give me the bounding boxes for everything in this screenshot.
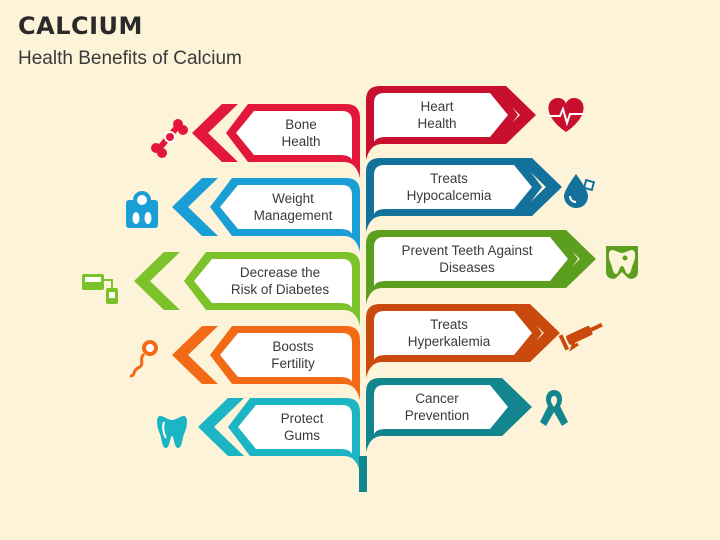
right-benefit-2: [366, 158, 562, 232]
right-box-2: [374, 165, 532, 214]
right-benefit-label-1: Heart Health: [417, 99, 457, 131]
left-benefit-label-3: Decrease the Risk of Diabetes: [230, 265, 330, 297]
left-benefit-4: [172, 326, 360, 400]
left-benefit-2: [172, 178, 360, 252]
right-benefit-3: [366, 230, 596, 304]
right-benefit-1: [366, 86, 536, 160]
left-box-2: [220, 185, 352, 234]
right-benefit-label-5: Cancer Prevention: [404, 391, 470, 423]
right-chevron-2: [516, 158, 562, 216]
right-box-1: [374, 93, 508, 142]
left-benefit-label-2: Weight Management: [253, 191, 333, 223]
right-box-3: [374, 237, 568, 286]
weighing-scale-icon: [126, 191, 158, 228]
glucose-meter-icon: [82, 274, 118, 304]
left-box-3: [194, 259, 352, 308]
left-benefit-label-4: Boosts Fertility: [271, 339, 315, 371]
right-box-5: [374, 385, 508, 434]
left-box-5: [238, 405, 352, 454]
sperm-icon: [129, 340, 158, 378]
left-benefit-1: [192, 104, 360, 178]
bone-icon: [151, 119, 188, 158]
left-benefit-label-1: Bone Health: [281, 117, 321, 149]
ribbon-icon: [540, 390, 568, 426]
left-chevron-5: [198, 398, 244, 456]
right-benefit-4: [366, 304, 560, 378]
left-chevron-3: [134, 252, 180, 310]
left-chevron-1: [192, 104, 238, 162]
left-chevron-4: [172, 326, 218, 384]
heart-pulse-icon: [548, 98, 584, 132]
right-benefit-label-2: Treats Hypocalcemia: [406, 171, 492, 203]
spine-stem: [359, 456, 367, 492]
left-benefit-3: [134, 252, 360, 326]
right-chevron-1: [490, 86, 536, 144]
right-benefit-label-4: Treats Hyperkalemia: [407, 317, 491, 349]
tooth-icon: [157, 416, 187, 448]
tooth-decay-icon: [606, 246, 638, 279]
right-chevron-5: [486, 378, 532, 436]
drop-cube-icon: [564, 174, 596, 208]
right-benefit-label-3: Prevent Teeth Against Diseases: [401, 243, 533, 275]
right-benefit-5: [366, 378, 532, 452]
page-title: CALCIUM: [18, 12, 143, 40]
right-chevron-4: [514, 304, 560, 362]
left-box-4: [220, 333, 352, 382]
left-benefit-label-5: Protect Gums: [280, 411, 324, 443]
right-chevron-3: [550, 230, 596, 288]
left-box-1: [236, 111, 352, 160]
syringe-icon: [558, 322, 603, 352]
page-subtitle: Health Benefits of Calcium: [18, 48, 242, 69]
left-benefit-5: [198, 398, 360, 472]
right-box-4: [374, 311, 532, 360]
left-chevron-2: [172, 178, 218, 236]
